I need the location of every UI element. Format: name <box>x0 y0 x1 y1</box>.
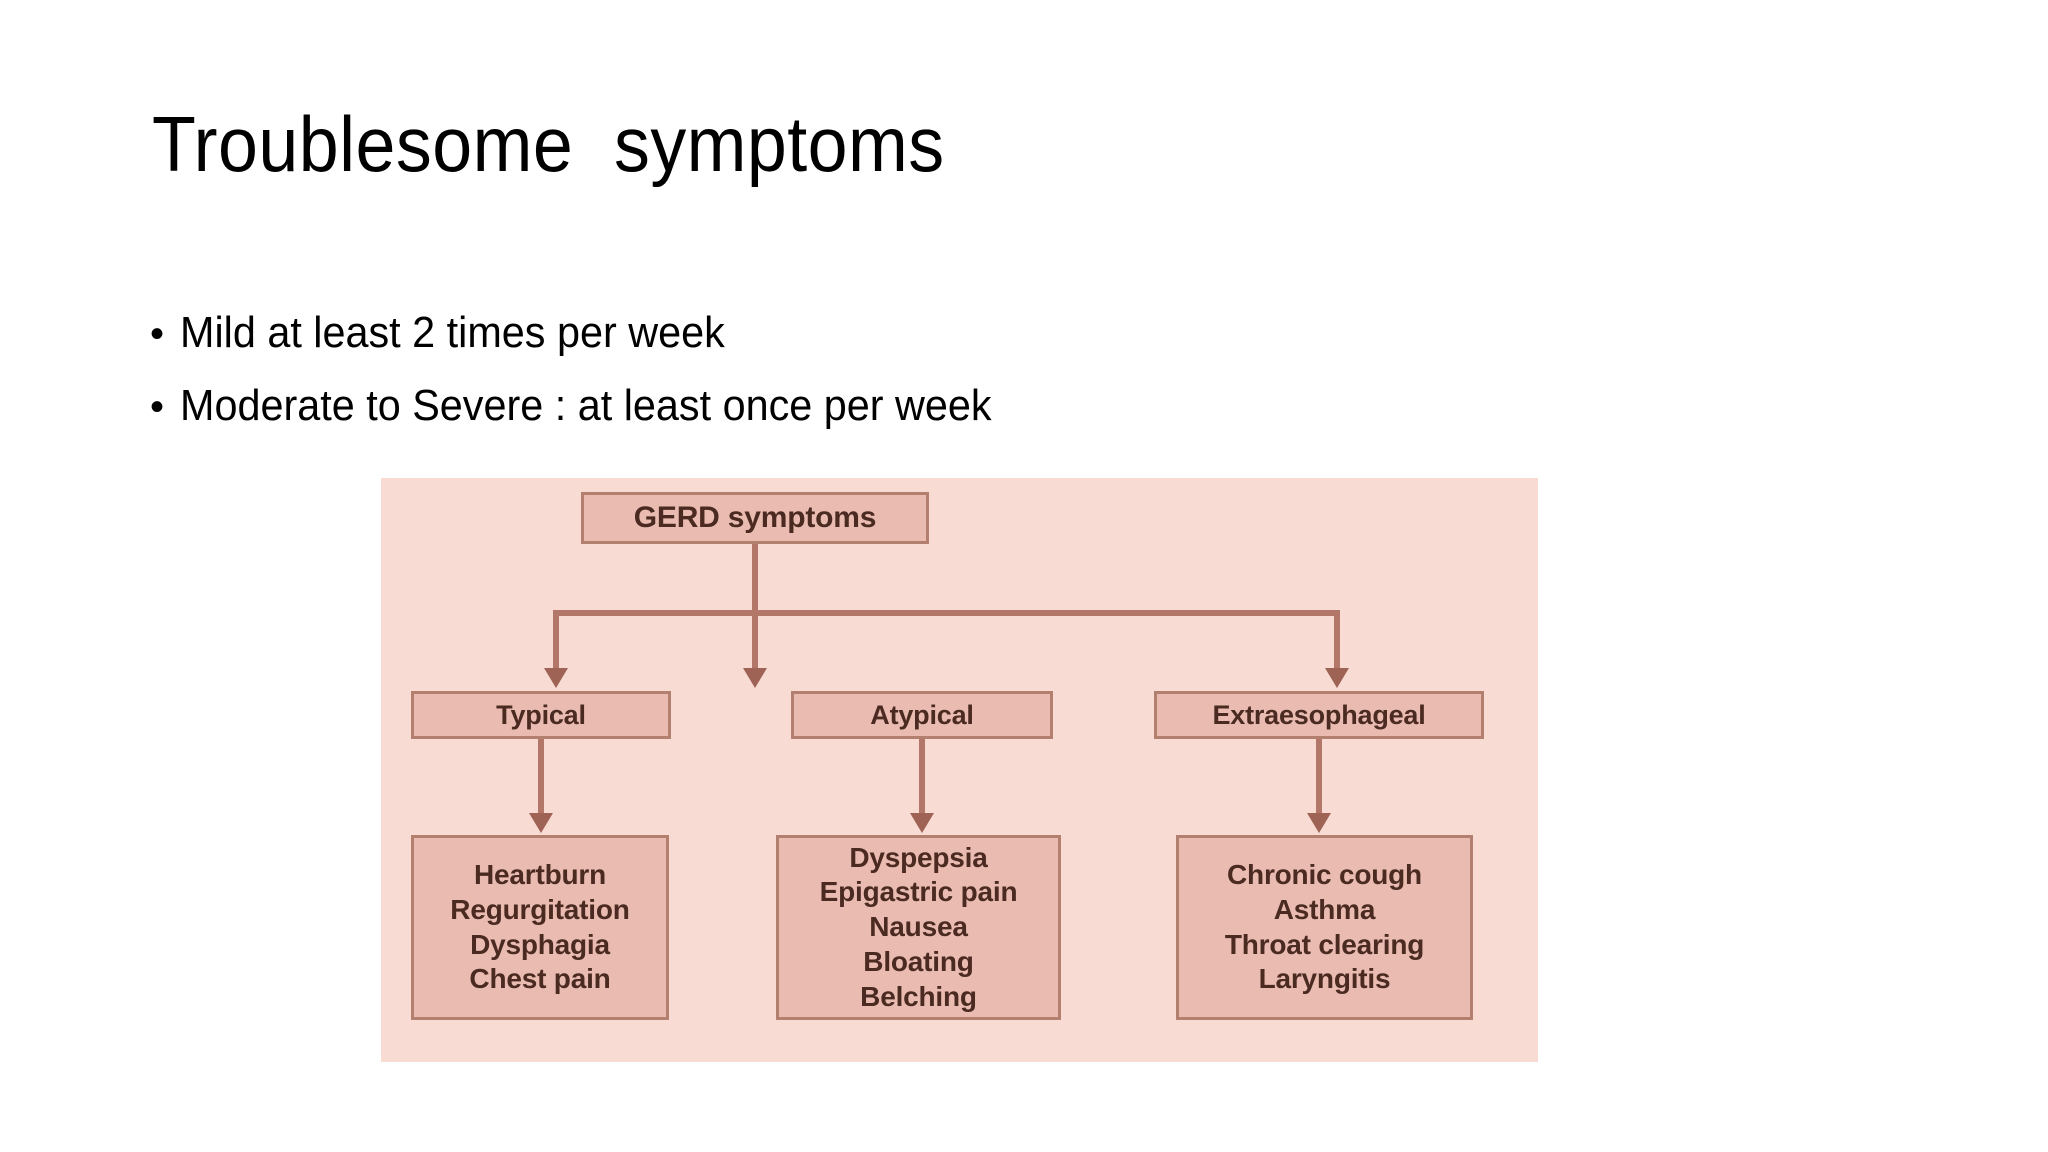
bullet-list: • Mild at least 2 times per week • Moder… <box>150 308 1550 453</box>
bullet-text: Moderate to Severe : at least once per w… <box>180 380 992 430</box>
flowchart-node-atypical: Atypical <box>791 691 1053 739</box>
flowchart-node-typical-symptoms: Heartburn Regurgitation Dysphagia Chest … <box>411 835 669 1020</box>
connector-root-trunk <box>752 544 758 616</box>
arrow-head-icon <box>1307 813 1331 833</box>
connector-horizontal-bus <box>553 610 1340 616</box>
symptom-list: Dyspepsia Epigastric pain Nausea Bloatin… <box>819 841 1018 1012</box>
page-title: Troublesome symptoms <box>152 100 945 188</box>
symptom-list: Chronic cough Asthma Throat clearing Lar… <box>1224 859 1425 995</box>
connector-atypical-to-symptoms <box>919 739 925 817</box>
flowchart-node-extraesophageal: Extraesophageal <box>1154 691 1484 739</box>
bullet-text: Mild at least 2 times per week <box>180 308 725 357</box>
flowchart-node-root: GERD symptoms <box>581 492 929 544</box>
bullet-marker-icon: • <box>150 312 165 356</box>
connector-typical-to-symptoms <box>538 739 544 817</box>
flowchart-node-atypical-symptoms: Dyspepsia Epigastric pain Nausea Bloatin… <box>776 835 1061 1020</box>
flowchart-node-extraesophageal-symptoms: Chronic cough Asthma Throat clearing Lar… <box>1176 835 1473 1020</box>
symptom-list: Heartburn Regurgitation Dysphagia Chest … <box>450 859 630 995</box>
list-item: • Mild at least 2 times per week <box>150 308 1550 359</box>
arrow-head-icon <box>544 668 568 688</box>
connector-branch-atypical <box>752 610 758 674</box>
connector-branch-extraesophageal <box>1334 610 1340 674</box>
connector-branch-typical <box>553 610 559 674</box>
arrow-head-icon <box>529 813 553 833</box>
flowchart-node-typical: Typical <box>411 691 671 739</box>
bullet-marker-icon: • <box>150 384 165 429</box>
connector-extraesophageal-to-symptoms <box>1316 739 1322 817</box>
arrow-head-icon <box>1325 668 1349 688</box>
arrow-head-icon <box>910 813 934 833</box>
arrow-head-icon <box>743 668 767 688</box>
list-item: • Moderate to Severe : at least once per… <box>150 381 1550 432</box>
gerd-symptoms-flowchart: GERD symptoms Typical Atypical Extraesop… <box>381 478 1538 1062</box>
